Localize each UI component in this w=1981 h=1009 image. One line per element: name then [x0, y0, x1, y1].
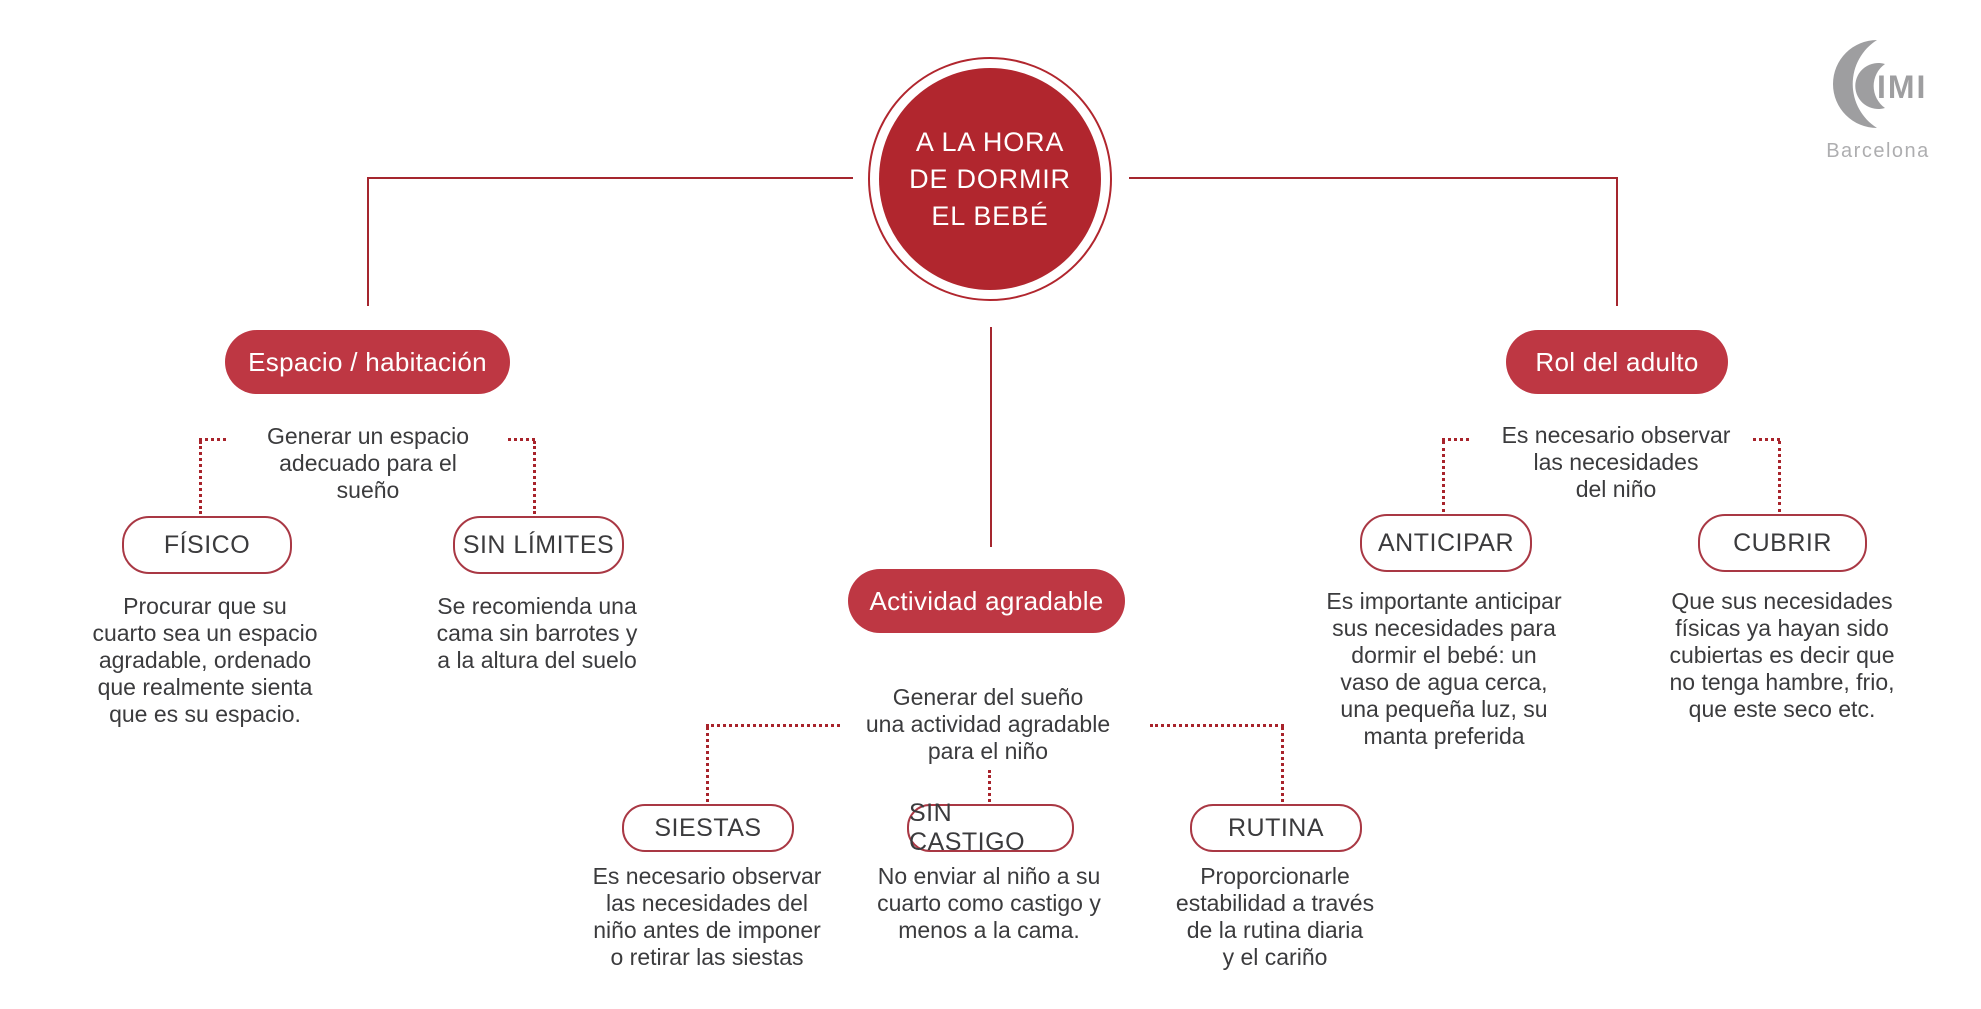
- branch-pill-actividad-agradable: Actividad agradable: [848, 569, 1125, 633]
- node-pill-rutina: RUTINA: [1190, 804, 1362, 852]
- imi-logo-icon: IMI: [1833, 40, 1927, 128]
- connector-right-horizontal: [1129, 177, 1618, 179]
- node-pill-sin-limites: SIN LÍMITES: [453, 516, 624, 574]
- dotted-fisico-horizontal: [199, 438, 226, 441]
- central-title-line-3: EL BEBÉ: [931, 200, 1049, 231]
- dotted-anticipar-vertical: [1442, 441, 1445, 512]
- node-pill-siestas: SIESTAS: [622, 804, 794, 852]
- dotted-sin-limites-horizontal: [508, 438, 535, 441]
- dotted-siestas-vertical: [706, 727, 709, 802]
- node-pill-cubrir: CUBRIR: [1698, 514, 1867, 572]
- branch-pill-espacio-habitacion: Espacio / habitación: [225, 330, 510, 394]
- dotted-fisico-vertical: [199, 441, 202, 514]
- logo-city: Barcelona: [1826, 140, 1930, 162]
- dotted-sin-limites-vertical: [533, 441, 536, 514]
- connector-left-horizontal: [368, 177, 853, 179]
- dotted-cubrir-horizontal: [1753, 438, 1780, 441]
- connector-left-vertical: [367, 177, 369, 306]
- logo: IMI Barcelona: [1808, 36, 1948, 163]
- dotted-anticipar-horizontal: [1442, 438, 1469, 441]
- connector-right-vertical: [1616, 177, 1618, 306]
- dotted-cubrir-vertical: [1778, 441, 1781, 512]
- logo-brand-text: IMI: [1877, 69, 1927, 105]
- node-pill-anticipar: ANTICIPAR: [1360, 514, 1532, 572]
- node-pill-sin-castigo: SIN CASTIGO: [907, 799, 1074, 856]
- central-title-line-2: DE DORMIR: [909, 163, 1071, 194]
- dotted-sin-castigo-vertical: [988, 770, 991, 802]
- central-topic-circle: A LA HORA DE DORMIR EL BEBÉ: [879, 68, 1101, 290]
- dotted-rutina-horizontal: [1150, 724, 1284, 727]
- central-topic: A LA HORA DE DORMIR EL BEBÉ: [868, 57, 1112, 301]
- node-pill-fisico: FÍSICO: [122, 516, 292, 574]
- connector-center-vertical: [990, 327, 992, 547]
- dotted-rutina-vertical: [1281, 727, 1284, 802]
- branch-pill-rol-del-adulto: Rol del adulto: [1506, 330, 1728, 394]
- central-title-line-1: A LA HORA: [915, 126, 1065, 157]
- dotted-siestas-horizontal: [706, 724, 840, 727]
